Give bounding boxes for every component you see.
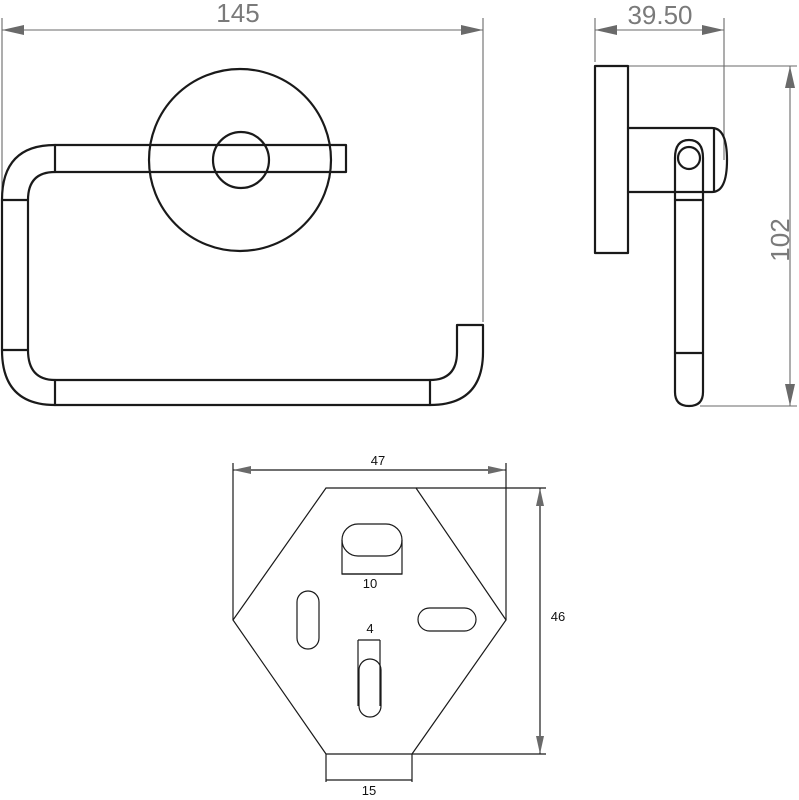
holder-arm-outer <box>0 143 485 407</box>
side-depth-label: 39.50 <box>627 0 692 30</box>
bottom-edge-label: 15 <box>362 783 376 798</box>
left-vertical-slot <box>296 590 320 650</box>
side-arm <box>673 138 705 408</box>
right-horizontal-slot <box>417 607 477 632</box>
side-height-arrow-bottom <box>785 384 795 406</box>
front-width-arrow-left <box>2 25 24 35</box>
plate-width-label: 47 <box>371 453 385 468</box>
plate-height-arrow-top <box>536 488 544 506</box>
center-vertical-slot <box>358 658 382 718</box>
side-depth-arrow-left <box>595 25 617 35</box>
side-depth-arrow-right <box>702 25 724 35</box>
front-width-label: 145 <box>216 0 259 28</box>
front-view: 145 <box>0 0 485 407</box>
plate-width-arrow-right <box>488 466 506 474</box>
front-width-arrow-right <box>461 25 483 35</box>
hub-circle <box>211 130 271 190</box>
plate-height-arrow-bottom <box>536 736 544 754</box>
side-body <box>626 126 729 194</box>
plate-width-arrow-left <box>233 466 251 474</box>
side-arm-pivot <box>676 145 702 171</box>
top-slot-recess <box>341 540 403 575</box>
side-view: 39.50 102 <box>593 0 797 408</box>
mount-plate-view: 47 46 10 4 15 <box>232 453 565 798</box>
side-height-label: 102 <box>765 218 795 261</box>
top-slot <box>341 523 403 557</box>
side-wall-plate <box>593 64 630 255</box>
plate-height-label: 46 <box>551 609 565 624</box>
top-slot-label: 10 <box>363 576 377 591</box>
side-height-arrow-top <box>785 66 795 88</box>
wall-rosette <box>147 67 333 253</box>
center-slot-label: 4 <box>366 621 373 636</box>
